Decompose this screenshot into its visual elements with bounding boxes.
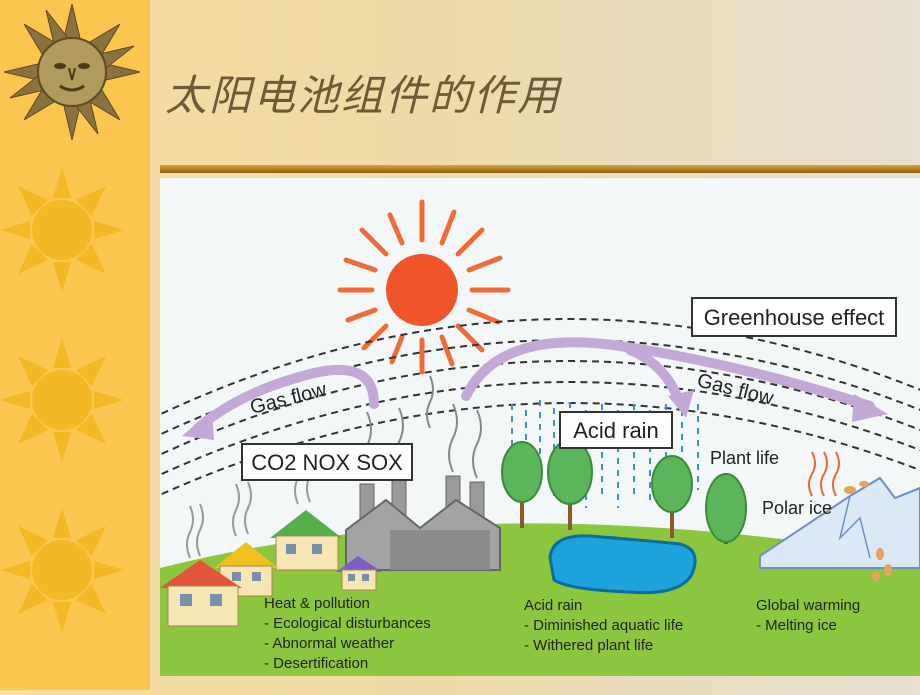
svg-text:CO2 NOX SOX: CO2 NOX SOX (251, 450, 403, 475)
tree (501, 441, 543, 528)
svg-text:Global warming: Global warming (756, 597, 860, 614)
polar-ice-mountain (759, 451, 920, 581)
tree (705, 473, 747, 544)
svg-text:Greenhouse effect: Greenhouse effect (704, 305, 885, 330)
svg-text:Acid rain: Acid rain (573, 418, 659, 443)
title-divider (160, 165, 920, 173)
caption-heat-pollution: Heat & pollution - Ecological disturbanc… (264, 595, 431, 672)
sun-face-icon (3, 3, 141, 141)
svg-text:Heat & pollution: Heat & pollution (264, 595, 370, 612)
svg-text:- Ecological disturbances: - Ecological disturbances (264, 615, 431, 632)
svg-text:- Desertification: - Desertification (264, 655, 368, 672)
pollutants-label: CO2 NOX SOX (241, 443, 413, 481)
factory (345, 375, 501, 571)
greenhouse-label: Greenhouse effect (691, 297, 897, 337)
plant-life-label: Plant life (710, 448, 779, 468)
pollution-diagram: Greenhouse effect CO2 NOX SOX Acid rain … (160, 178, 920, 676)
slide-title: 太阳电池组件的作用 (165, 71, 562, 120)
house (160, 560, 242, 627)
acid-rain-label: Acid rain (559, 411, 673, 449)
gas-flow-arrow-right (461, 337, 888, 422)
caption-acid-rain: Acid rain - Diminished aquatic life - Wi… (524, 597, 683, 654)
house (336, 556, 382, 591)
svg-text:- Abnormal weather: - Abnormal weather (264, 635, 394, 652)
house (270, 510, 342, 571)
svg-text:- Melting ice: - Melting ice (756, 617, 837, 634)
lake (548, 534, 697, 595)
sun-icon (0, 168, 124, 292)
svg-text:Acid rain: Acid rain (524, 597, 582, 614)
polar-ice-label: Polar ice (762, 498, 832, 518)
caption-global-warming: Global warming - Melting ice (756, 597, 860, 634)
tree (651, 455, 693, 538)
sun-icon (0, 338, 124, 462)
sun-icon (0, 508, 124, 632)
svg-text:- Diminished aquatic life: - Diminished aquatic life (524, 617, 683, 634)
svg-text:- Withered plant life: - Withered plant life (524, 637, 653, 654)
sidebar-decoration (0, 0, 150, 690)
tree (547, 439, 593, 530)
gas-flow-arrow-left (182, 364, 379, 440)
sun-illustration (337, 199, 511, 375)
